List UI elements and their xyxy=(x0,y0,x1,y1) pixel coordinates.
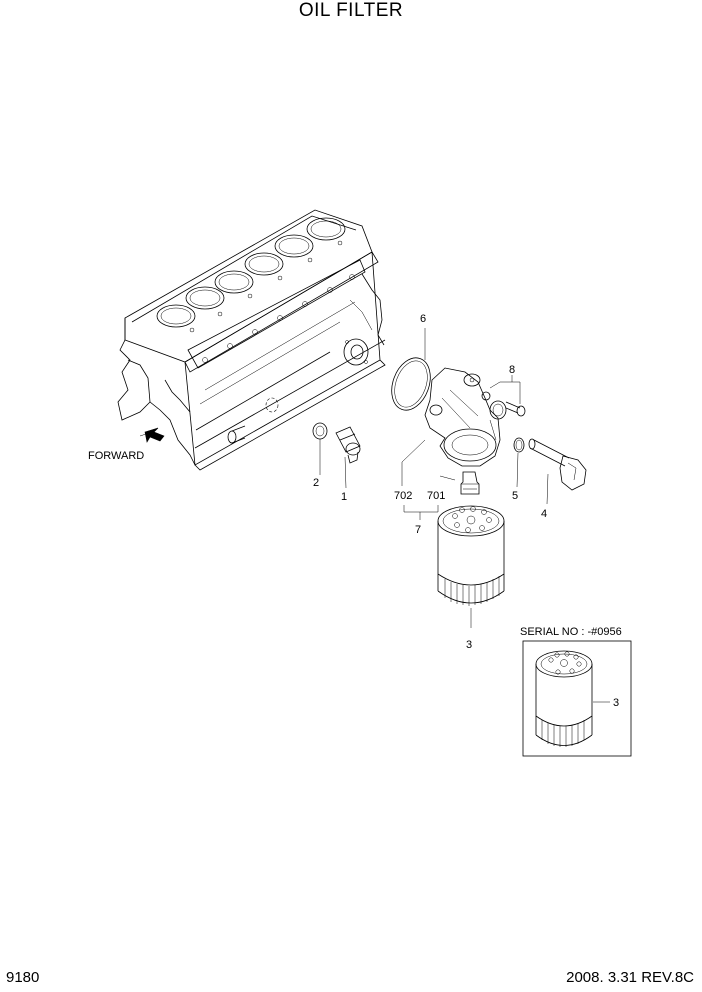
forward-arrow-icon xyxy=(139,427,165,443)
callout-701: 701 xyxy=(427,490,445,502)
part-plug-1 xyxy=(335,426,361,489)
part-bolt-8 xyxy=(481,375,526,417)
callout-3: 3 xyxy=(466,639,472,651)
inset-serial-label: SERIAL NO : -#0956 xyxy=(520,626,622,638)
callout-7-bracket xyxy=(401,439,439,520)
callout-7: 7 xyxy=(415,524,421,536)
page-number: 9180 xyxy=(6,969,40,986)
part-oring-6 xyxy=(391,328,431,411)
part-oring-5 xyxy=(513,437,525,488)
callout-8: 8 xyxy=(509,364,515,376)
callout-3-inset: 3 xyxy=(613,697,619,709)
part-washer-2 xyxy=(312,422,328,475)
engine-block xyxy=(117,209,386,471)
forward-label: FORWARD xyxy=(88,450,144,462)
callout-1: 1 xyxy=(341,491,347,503)
callout-6: 6 xyxy=(420,313,426,325)
inset-box xyxy=(522,640,632,757)
part-filter-head-7 xyxy=(424,367,507,467)
page-title: OIL FILTER xyxy=(298,0,404,21)
part-nipple-701 xyxy=(439,471,480,495)
part-bolt-4 xyxy=(528,438,587,505)
part-oil-filter-3-inset xyxy=(535,650,610,747)
callout-5: 5 xyxy=(512,490,518,502)
part-oil-filter-3 xyxy=(437,505,505,628)
revision-date: 2008. 3.31 REV.8C xyxy=(566,969,694,986)
callout-2: 2 xyxy=(313,477,319,489)
callout-4: 4 xyxy=(541,508,547,520)
callout-702: 702 xyxy=(394,490,412,502)
